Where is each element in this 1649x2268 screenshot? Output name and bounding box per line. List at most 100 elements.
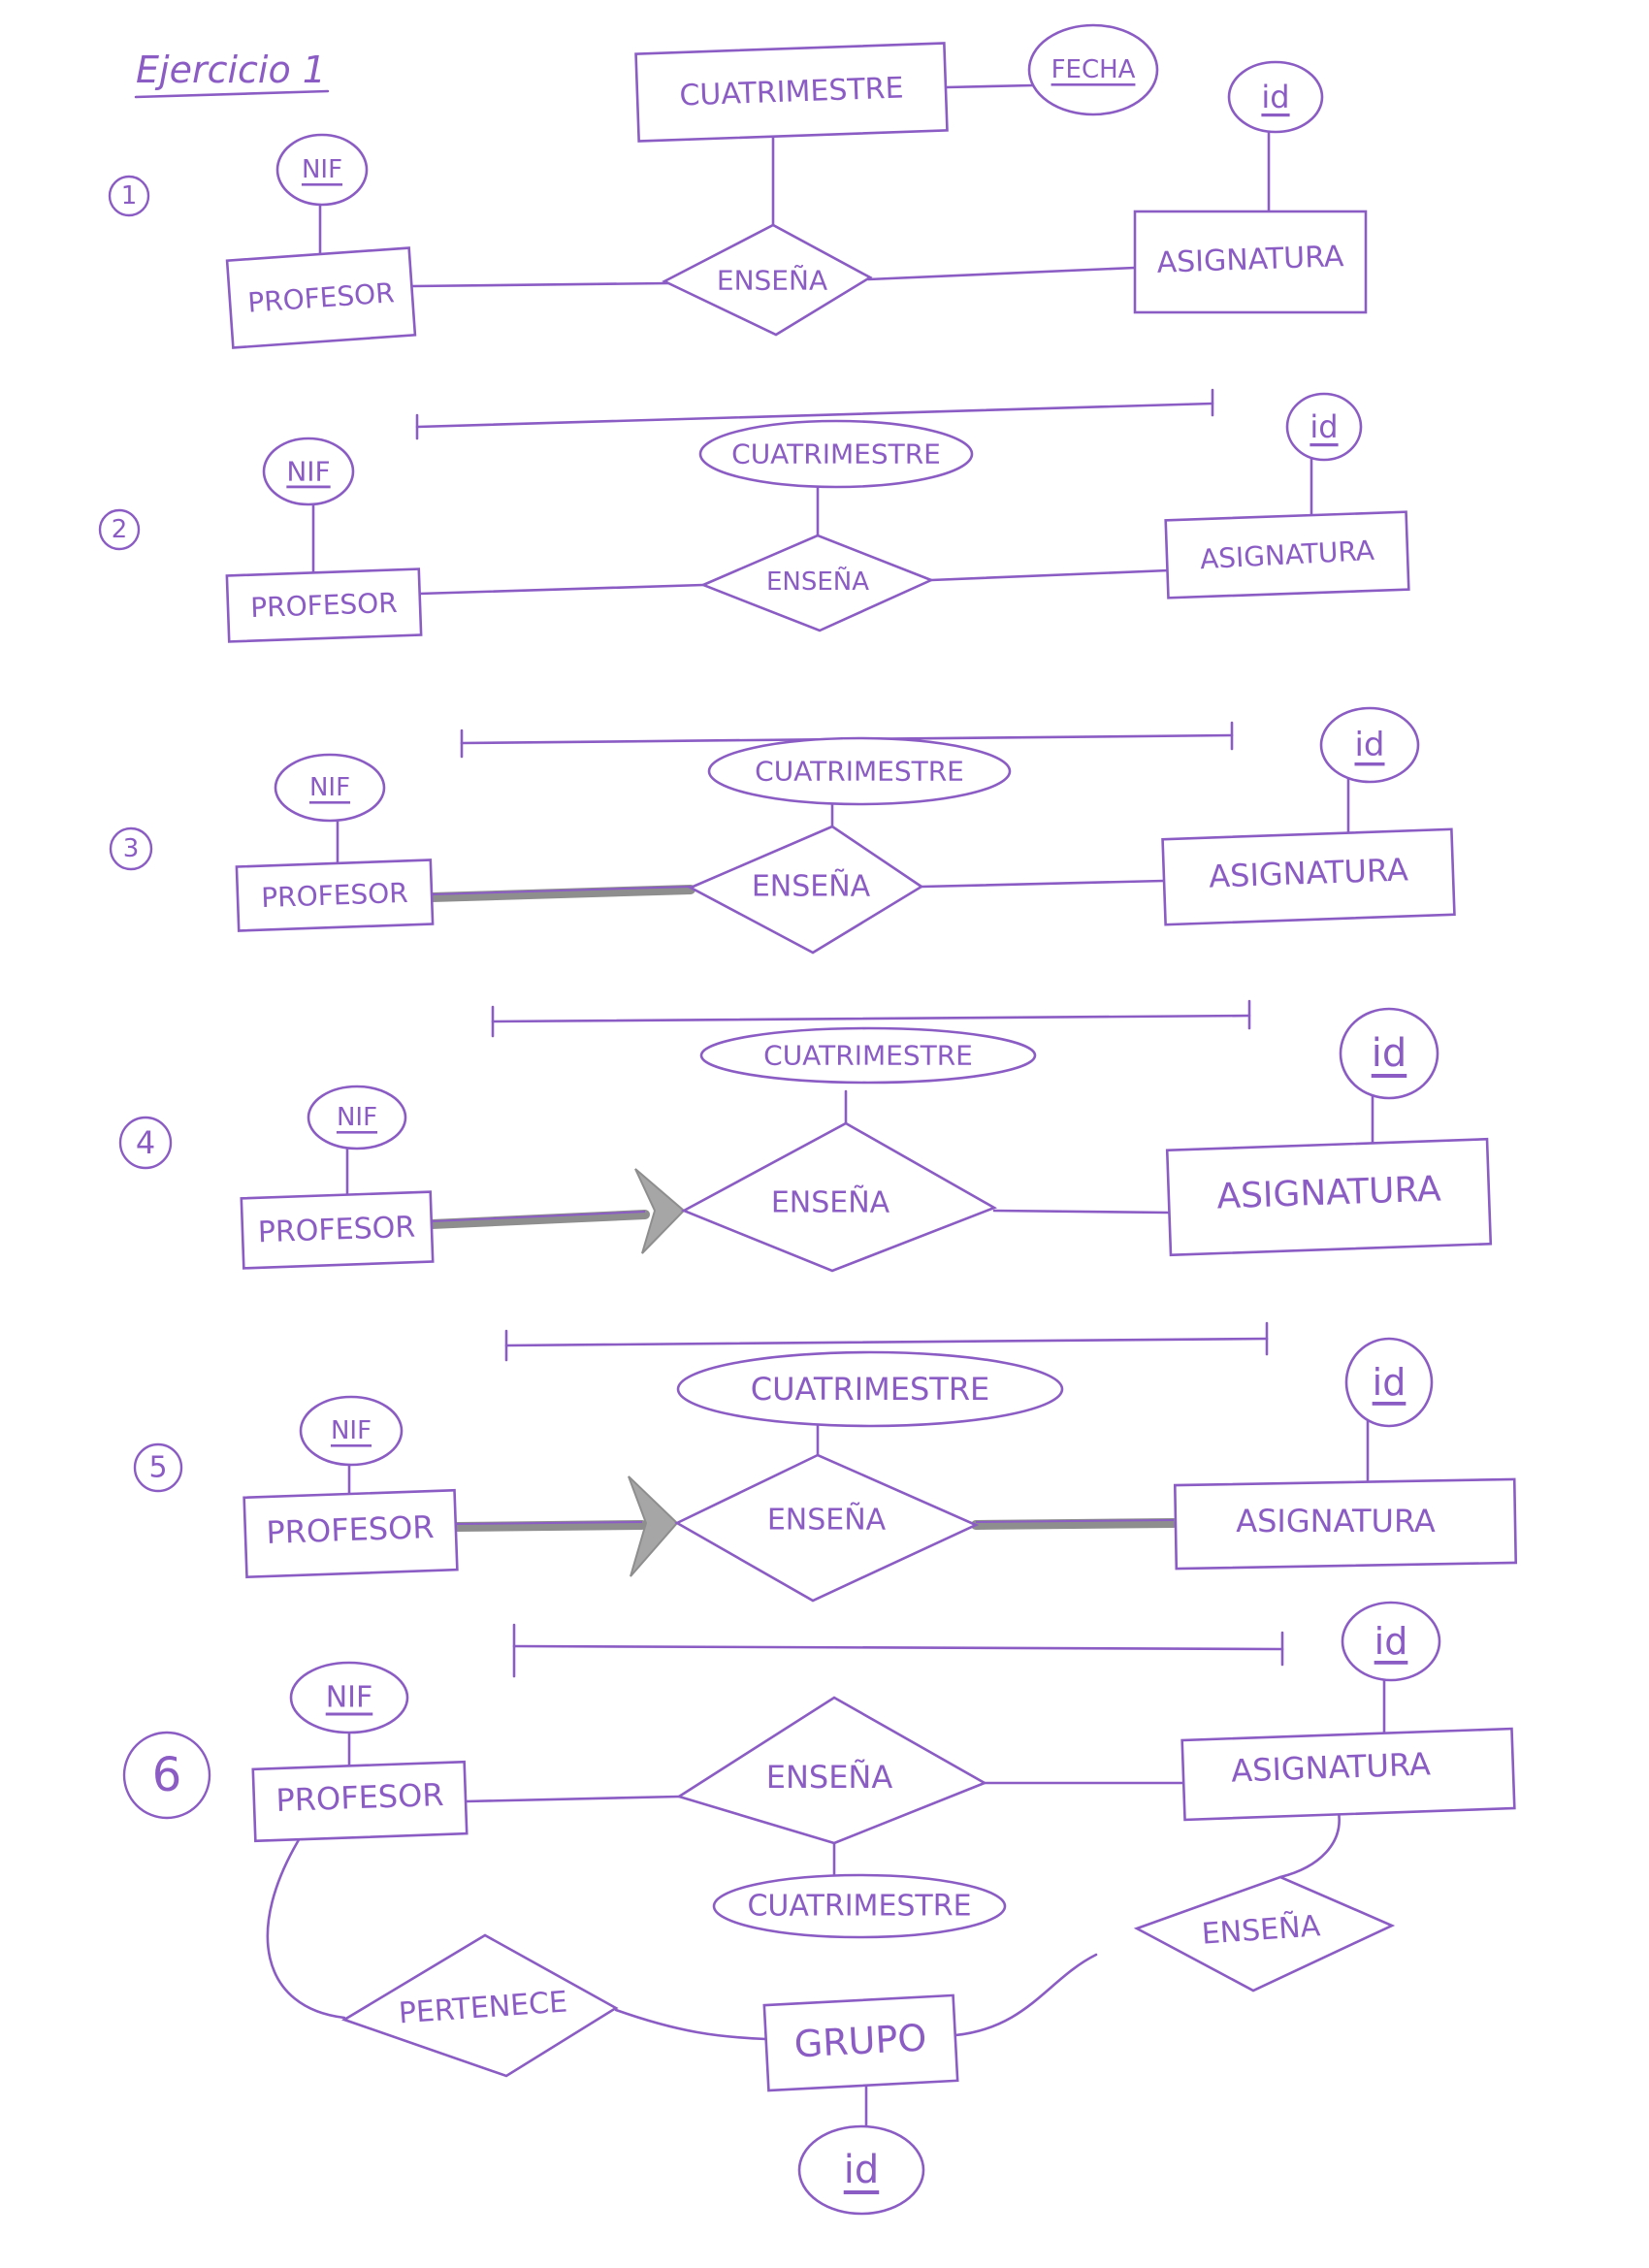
attribute-id [1319,706,1420,784]
relationship-ensena-label: ENSEÑA [771,1185,890,1220]
entity-asignatura [1164,510,1410,599]
entity-asignatura [1180,1727,1516,1822]
diagram-number-circle [98,508,141,551]
relationship-ensena-label: ENSEÑA [767,1503,887,1538]
edge-profesor-ensena-total [427,885,695,902]
attribute-cuatrimestre [712,1873,1007,1939]
relationship-ensena-label: ENSEÑA [752,869,871,904]
diagram-number: 3 [123,834,140,863]
constraint-bracket-4 [504,1321,1269,1362]
edge-ensena-asignatura [920,879,1166,889]
relationship-pertenece [340,1933,619,2078]
relationship-ensena [662,223,873,337]
diagram-number-circle [109,826,153,871]
diagram-number: 1 [121,181,138,211]
diagram-number-circle [122,1731,211,1820]
attribute-id [1339,1007,1439,1100]
entity-profesor [240,1190,435,1270]
relationship-ensena-2-label: ENSEÑA [1201,1908,1322,1951]
edge-profesor-ensena [410,281,671,288]
attribute-nif [274,753,386,823]
entity-profesor [235,859,435,932]
edge-profesor-ensena [464,1795,681,1803]
edge-profesor-ensena-total [427,1210,650,1229]
bracket-line [415,402,1214,429]
attribute-cuatrimestre [699,1026,1037,1085]
diagram-3: 3 NIF PROFESOR CUATRIMESTRE ENSEÑA id AS… [109,706,1456,955]
attribute-fecha [1027,23,1159,116]
attribute-id-label: id [1261,79,1289,115]
entity-asignatura-label: ASIGNATURA [1216,1169,1442,1216]
attribute-id-label: id [1374,1620,1408,1663]
entity-profesor [225,567,423,643]
bracket-line [491,1014,1251,1023]
edge-cuatrimestre-fecha [944,83,1035,89]
relationship-ensena-2 [1133,1875,1396,1993]
attribute-nif [275,133,369,207]
diagram-5: 5 NIF PROFESOR CUATRIMESTRE ENSEÑA id AS… [133,1337,1518,1603]
edge-ensena-asignatura-total [971,1518,1179,1530]
entity-asignatura [1133,210,1368,314]
attribute-nif-label: NIF [331,1416,372,1445]
entity-profesor-label: PROFESOR [275,1776,444,1819]
edge-ensena-asignatura [975,1519,1175,1523]
entity-cuatrimestre-label: CUATRIMESTRE [679,71,904,113]
page-title: Ejercicio 1 [136,49,326,91]
attribute-nif-label: NIF [337,1103,377,1132]
arrowhead-icon [634,1168,686,1254]
relationship-ensena-label: ENSEÑA [766,566,869,597]
entity-asignatura [1173,1477,1518,1571]
attribute-id [1341,1601,1441,1682]
entity-profesor-label: PROFESOR [257,1211,415,1250]
attribute-cuatrimestre-label: CUATRIMESTRE [755,756,964,788]
attribute-id-label: id [1372,1031,1407,1076]
edge-asignatura-ensena-2 [1278,1810,1341,1879]
diagram-4: 4 NIF PROFESOR CUATRIMESTRE ENSEÑA id AS… [118,1007,1493,1273]
edge-pertenece-grupo [614,2008,768,2041]
attribute-id-label: id [1373,1361,1406,1404]
attribute-nif [299,1395,404,1467]
attribute-cuatrimestre-label: CUATRIMESTRE [751,1371,990,1408]
edge-ensena-asignatura [992,1209,1171,1215]
diagram-number: 5 [148,1451,167,1485]
relationship-ensena [688,825,924,955]
edge-grupo-ensena-2 [954,1953,1098,2037]
diagram-2: 2 NIF PROFESOR CUATRIMESTRE ENSEÑA id AS… [98,392,1410,643]
relationship-ensena [675,1696,987,1845]
attribute-id [1227,60,1324,134]
attribute-nif-label: NIF [302,155,342,184]
entity-profesor-label: PROFESOR [261,877,409,914]
diagram-number: 6 [152,1748,182,1802]
attribute-nif [262,437,355,506]
attribute-cuatrimestre [707,736,1012,806]
entity-asignatura-label: ASIGNATURA [1231,1745,1432,1789]
attribute-nif-label: NIF [326,1681,373,1715]
entity-profesor-label: PROFESOR [266,1508,435,1551]
diagram-number: 2 [112,515,128,544]
diagram-number-circle [108,175,150,217]
edge-profesor-ensena [431,1211,646,1222]
attribute-nif [307,1085,407,1150]
attribute-id-label: id [1310,408,1338,445]
entity-asignatura-label: ASIGNATURA [1236,1503,1436,1539]
entity-profesor [225,246,417,349]
entity-asignatura [1161,827,1456,926]
edge-ensena-asignatura [866,266,1137,281]
entity-asignatura-label: ASIGNATURA [1156,240,1344,280]
diagram-1: 1 NIF PROFESOR ENSEÑA CUATRIMESTRE FECHA… [108,23,1368,349]
edge-ensena-asignatura [929,568,1171,582]
attribute-grupo-id-label: id [844,2148,880,2192]
attribute-id-label: id [1354,726,1384,764]
bracket-line [512,1644,1284,1651]
attribute-id [1285,392,1363,462]
entity-profesor [251,1760,469,1843]
attribute-id [1344,1337,1434,1428]
diagram-number-circle [118,1116,173,1170]
relationship-ensena [680,1121,998,1273]
relationship-ensena [674,1453,980,1603]
attribute-nif-label: NIF [286,456,330,488]
constraint-bracket-5 [512,1623,1284,1678]
edge-profesor-pertenece [266,1831,346,2020]
relationship-ensena-label: ENSEÑA [766,1759,893,1796]
